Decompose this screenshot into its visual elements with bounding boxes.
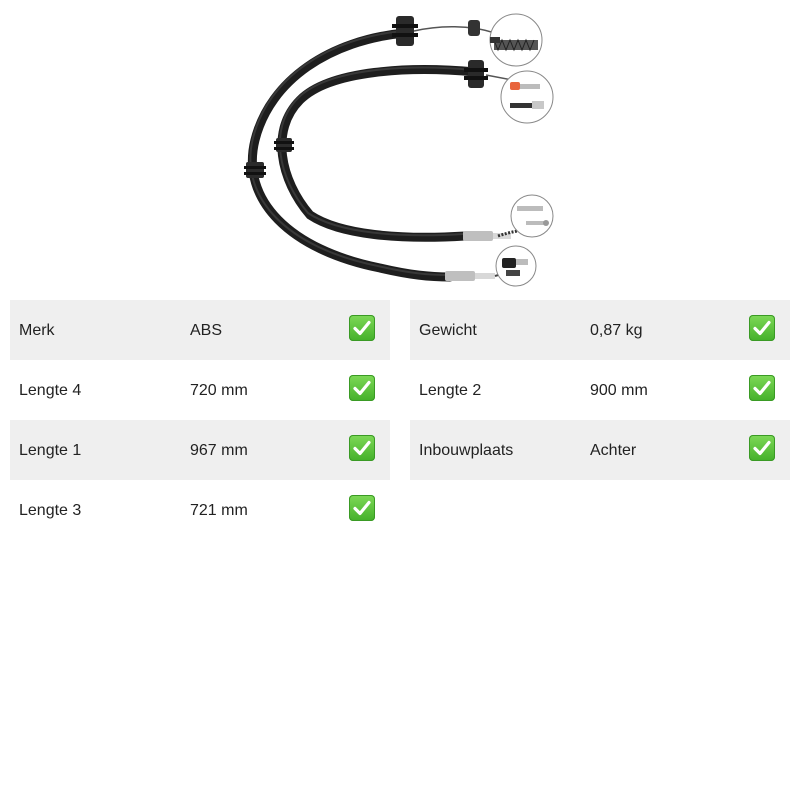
spec-row-lengte-4: Lengte 4 720 mm [10, 360, 390, 420]
check-icon [349, 375, 375, 401]
check-icon [749, 435, 775, 461]
spec-label: Inbouwplaats [419, 442, 514, 459]
detail-callout-connector [500, 70, 554, 124]
spec-label: Lengte 2 [419, 382, 482, 399]
detail-callout-clip [495, 245, 537, 287]
spec-table-left: Merk ABS Lengte 4 720 mm Lengte 1 967 mm… [10, 300, 390, 540]
spec-row-lengte-1: Lengte 1 967 mm [10, 420, 390, 480]
spec-label: Lengte 1 [19, 442, 82, 459]
spec-label: Lengte 3 [19, 502, 82, 519]
check-icon [749, 375, 775, 401]
spec-value: 900 mm [590, 382, 648, 399]
spec-row-inbouwplaats: Inbouwplaats Achter [410, 420, 790, 480]
spec-value: Achter [590, 442, 637, 459]
spec-value: 721 mm [190, 502, 248, 519]
check-icon [349, 435, 375, 461]
spec-row-lengte-2: Lengte 2 900 mm [410, 360, 790, 420]
spec-row-merk: Merk ABS [10, 300, 390, 360]
spec-row-gewicht: Gewicht 0,87 kg [410, 300, 790, 360]
spec-value: 720 mm [190, 382, 248, 399]
detail-callout-end-fitting [510, 194, 554, 238]
product-image [244, 13, 554, 287]
spec-value: 0,87 kg [590, 322, 643, 339]
spec-label: Merk [19, 322, 55, 339]
inner-brake-cable [274, 60, 531, 242]
check-icon [749, 315, 775, 341]
check-icon [349, 315, 375, 341]
check-icon [349, 495, 375, 521]
spec-value: 967 mm [190, 442, 248, 459]
spec-label: Gewicht [419, 322, 477, 339]
detail-callout-spring [489, 13, 543, 67]
spec-table-right: Gewicht 0,87 kg Lengte 2 900 mm Inbouwpl… [410, 300, 790, 480]
spec-value: ABS [190, 322, 223, 339]
spec-row-lengte-3: Lengte 3 721 mm [10, 480, 390, 540]
outer-brake-cable [244, 16, 516, 282]
spec-label: Lengte 4 [19, 382, 82, 399]
